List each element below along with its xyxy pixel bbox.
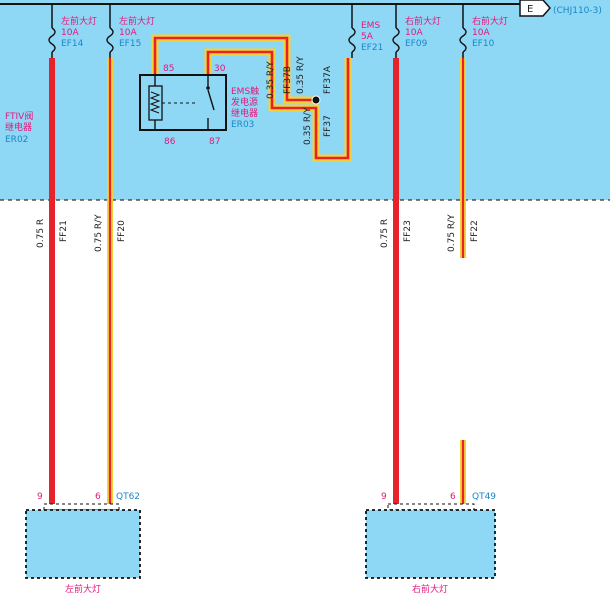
- qt49-pin-9: 9: [381, 492, 387, 502]
- ftiv-relay-name-2: 继电器: [5, 121, 32, 133]
- left-headlamp-label: 左前大灯: [65, 583, 101, 595]
- fuse-ef15[interactable]: 左前大灯 10A EF15: [106, 4, 155, 58]
- wire-ff20-spec: 0.75 R/Y: [94, 214, 104, 252]
- fuse-ef14-rating: 10A: [61, 28, 79, 38]
- fuse-ef14-name: 左前大灯: [61, 15, 97, 27]
- wire-ff37a-spec: 0.35 R/Y: [296, 56, 306, 94]
- relay-pin-86: 86: [164, 137, 176, 147]
- relay-pin-85: 85: [163, 64, 174, 74]
- wire-ff22-code: FF22: [470, 220, 480, 242]
- fuse-ef09-code: EF09: [405, 39, 428, 49]
- wire-ff22-spec: 0.75 R/Y: [447, 214, 457, 252]
- fuse-ef09-rating: 10A: [405, 28, 423, 38]
- ems-relay-name-3: 继电器: [231, 107, 258, 119]
- connector-ref-arrow[interactable]: E: [519, 0, 551, 17]
- wire-ff37-loop[interactable]: [151, 34, 352, 162]
- fuse-ef10-rating: 10A: [472, 28, 490, 38]
- wire-ff21-spec: 0.75 R: [36, 219, 46, 248]
- fuse-ef14-code: EF14: [61, 39, 84, 49]
- qt62-pin-9: 9: [37, 492, 43, 502]
- fuse-ef21-code: EF21: [361, 43, 383, 53]
- connector-ref-letter: E: [527, 4, 533, 15]
- relay-pin-87: 87: [209, 137, 220, 147]
- fuse-ef09-name: 右前大灯: [405, 15, 441, 27]
- relay-switch: [207, 89, 215, 111]
- ems-relay-code: ER03: [231, 120, 254, 130]
- splice-point: [311, 95, 321, 105]
- qt49-code: QT49: [472, 492, 496, 502]
- wire-ff21-code: FF21: [59, 220, 69, 242]
- fuse-ef09[interactable]: 右前大灯 10A EF09: [392, 4, 441, 58]
- wire-ff37-spec: 0.35 R/Y: [303, 107, 313, 145]
- right-headlamp-label: 右前大灯: [412, 583, 448, 595]
- wire-ff20-code: FF20: [117, 220, 127, 242]
- wire-ff37-code: FF37: [323, 115, 333, 137]
- wire-ff23-code: FF23: [403, 220, 413, 242]
- fuse-ef15-code: EF15: [119, 39, 141, 49]
- qt62-pin-6: 6: [95, 492, 101, 502]
- fuse-ef15-rating: 10A: [119, 28, 137, 38]
- fuse-ef10-code: EF10: [472, 39, 495, 49]
- fuse-ef21[interactable]: EMS 5A EF21: [348, 4, 383, 58]
- fuse-ef10-name: 右前大灯: [472, 15, 508, 27]
- ftiv-relay-name-1: FTIV阀: [5, 111, 33, 122]
- fuse-ef14[interactable]: 左前大灯 10A EF14: [48, 4, 97, 58]
- relay-pin-30: 30: [214, 64, 226, 74]
- connector-ref-text: (CHJ110-3): [553, 6, 602, 16]
- qt49-pin-6: 6: [450, 492, 456, 502]
- wire-ff37b-spec: 0.35 R/Y: [266, 61, 276, 99]
- wire-ff37b-code: FF37B: [283, 66, 293, 94]
- wire-ff23-spec: 0.75 R: [380, 219, 390, 248]
- fuse-ef10[interactable]: 右前大灯 10A EF10: [459, 4, 508, 58]
- connector-qt62[interactable]: [25, 503, 141, 579]
- wire-ff37a-code: FF37A: [323, 65, 333, 94]
- fuse-ef15-name: 左前大灯: [119, 15, 155, 27]
- ems-relay-name-2: 发电源: [231, 96, 258, 108]
- qt62-code: QT62: [116, 492, 140, 502]
- ftiv-relay-code: ER02: [5, 135, 28, 145]
- ems-relay[interactable]: 85 30 86 87: [139, 64, 227, 147]
- ems-relay-name-1: EMS触: [231, 85, 259, 97]
- connector-qt49[interactable]: [365, 503, 496, 579]
- fuse-ef21-name: EMS: [361, 21, 380, 31]
- fuse-ef21-rating: 5A: [361, 32, 374, 42]
